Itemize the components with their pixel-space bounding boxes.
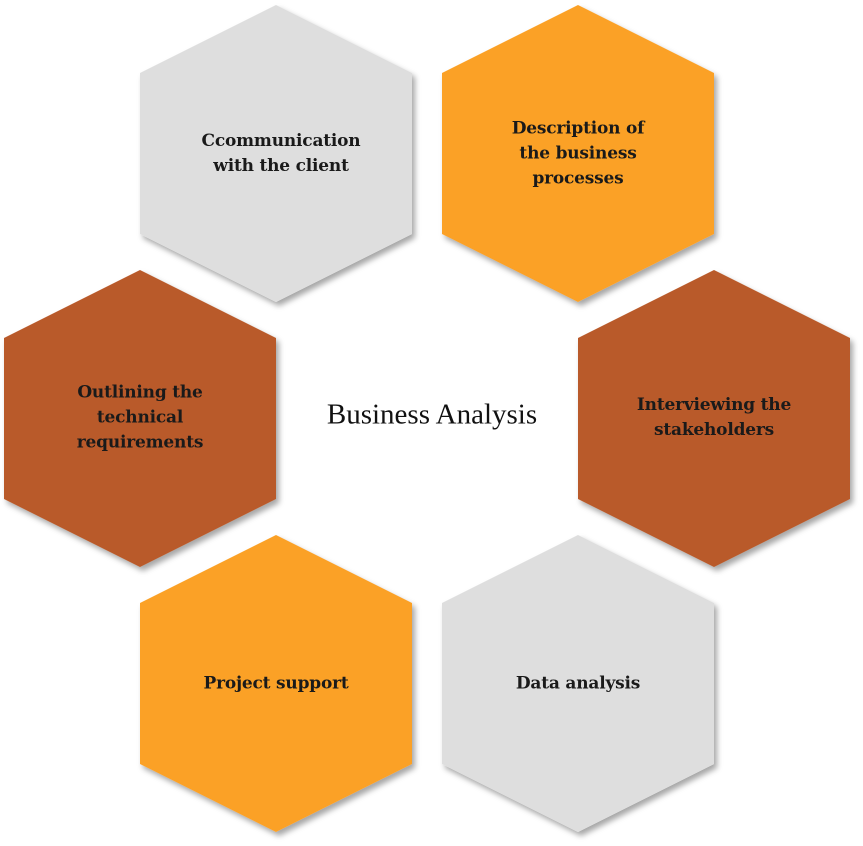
hexagon-data-analysis [442, 535, 714, 832]
label-business-processes: Description of the business processes [511, 118, 645, 189]
label-data-analysis: Data analysis [515, 673, 641, 694]
label-communication: Ccommunication with the client [201, 131, 361, 176]
hexagon-stakeholders [578, 270, 850, 567]
label-stakeholders: Interviewing the stakeholders [636, 395, 792, 440]
label-technical-requirements: Outlining the technical requirements [76, 382, 204, 453]
hexagon-project-support [140, 535, 412, 832]
center-title: Business Analysis [326, 398, 538, 431]
hexagon-technical-requirements [4, 270, 276, 567]
hexagon-business-processes [442, 5, 714, 302]
hexagon-communication [140, 5, 412, 302]
label-project-support: Project support [203, 673, 349, 694]
